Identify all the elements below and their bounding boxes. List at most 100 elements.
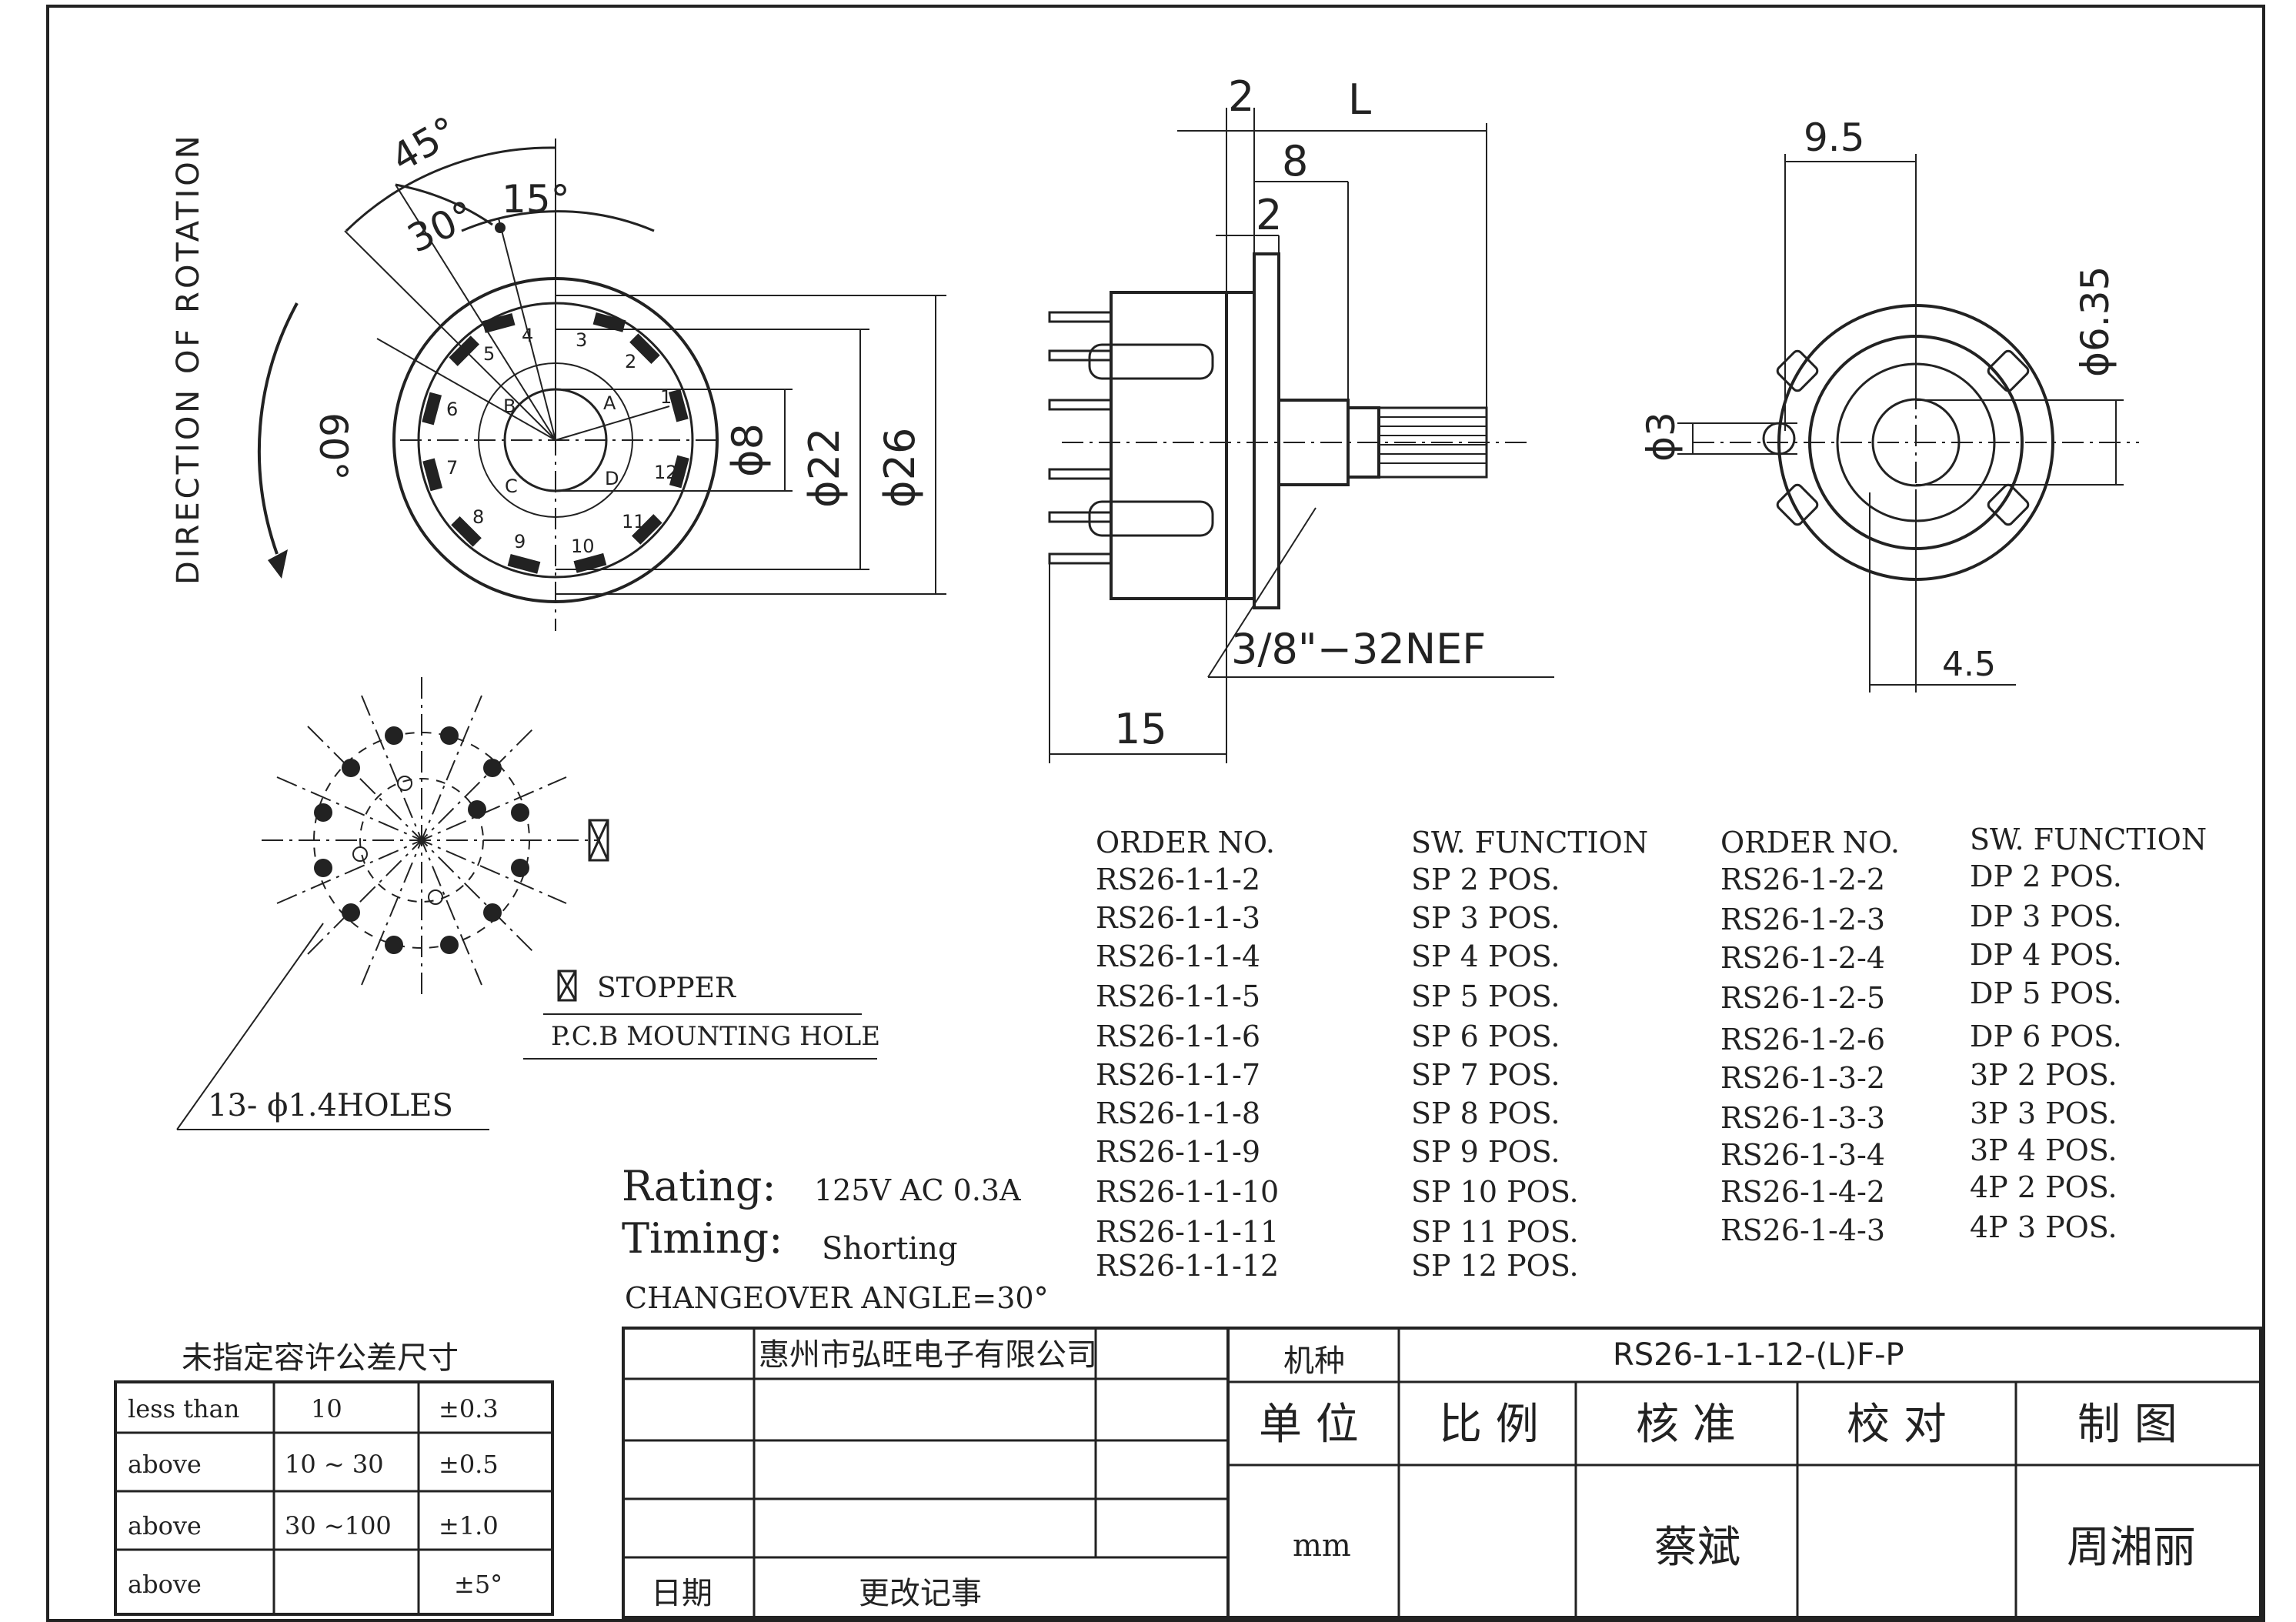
approve-label: 核 准 (1636, 1400, 1736, 1450)
function-row: DP 4 POS. (1970, 938, 2122, 972)
drafter-name: 周湘丽 (2067, 1523, 2196, 1573)
angle-15: 15° (502, 177, 570, 222)
function-row: 3P 3 POS. (1970, 1096, 2117, 1130)
function-row: DP 5 POS. (1970, 976, 2122, 1010)
model-label: 机种 (1283, 1343, 1345, 1379)
terminal-9: 9 (514, 531, 526, 552)
terminal-6: 6 (446, 399, 458, 420)
function-row: SP 6 POS. (1411, 1020, 1560, 1053)
dim-d26: ϕ26 (876, 428, 924, 508)
company-name: 惠州市弘旺电子有限公司 (759, 1337, 1097, 1373)
common-a: A (603, 392, 616, 414)
unit-label: 单 位 (1259, 1400, 1359, 1450)
title-block: 惠州市弘旺电子有限公司 日期 更改记事 机种 RS26-1-1-12-(L)F-… (622, 1327, 2262, 1619)
side-view: 2 L 8 2 15 3/8"−32NEF (1048, 72, 1554, 763)
terminal-11: 11 (622, 511, 646, 532)
date-label: 日期 (651, 1576, 712, 1611)
terminal-8: 8 (472, 506, 484, 528)
order-row: RS26-1-3-2 (1720, 1061, 1885, 1095)
order-row: RS26-1-2-3 (1720, 903, 1885, 936)
order-header-left: ORDER NO. (1096, 826, 1275, 859)
tol-cell: 10 (311, 1394, 342, 1423)
tol-cell: above (128, 1511, 202, 1540)
function-row: 3P 2 POS. (1970, 1058, 2117, 1092)
terminal-3: 3 (576, 329, 587, 351)
function-row: SP 8 POS. (1411, 1096, 1560, 1130)
dim-d6-35: ϕ6.35 (2073, 266, 2117, 377)
function-row: SP 2 POS. (1411, 863, 1560, 896)
pcb-footprint: 13- ϕ1.4HOLES STOPPER P.C.B MOUNTING HOL… (176, 677, 880, 1130)
function-row: 4P 2 POS. (1970, 1170, 2117, 1204)
function-header-left: SW. FUNCTION (1411, 826, 1648, 859)
function-row: 3P 4 POS. (1970, 1133, 2117, 1167)
function-row: DP 6 POS. (1970, 1020, 2122, 1053)
function-header-right: SW. FUNCTION (1970, 823, 2207, 856)
tol-cell: ±1.0 (439, 1511, 499, 1540)
approver-name: 蔡斌 (1654, 1523, 1740, 1573)
function-row: SP 12 POS. (1411, 1249, 1579, 1283)
order-row: RS26-1-2-5 (1720, 981, 1885, 1015)
change-record-label: 更改记事 (859, 1576, 982, 1611)
tolerance-table: 未指定容许公差尺寸 less than 10 ±0.3 above 10 ~ 3… (114, 1340, 554, 1616)
order-table-left: ORDER NO. SW. FUNCTION RS26-1-1-2 SP 2 P… (1096, 826, 1648, 1283)
order-row: RS26-1-1-6 (1096, 1020, 1260, 1053)
check-label: 校 对 (1847, 1400, 1947, 1450)
order-header-right: ORDER NO. (1720, 826, 1900, 859)
tol-cell: above (128, 1450, 202, 1479)
terminal-5: 5 (483, 343, 495, 365)
dim-9-5: 9.5 (1804, 115, 1865, 160)
order-row: RS26-1-1-11 (1096, 1215, 1279, 1249)
tol-cell: 10 ~ 30 (285, 1450, 384, 1479)
dim-2-inner: 2 (1256, 191, 1282, 239)
scale-label: 比 例 (1439, 1400, 1539, 1450)
drawing-border (46, 5, 2265, 1622)
tol-cell: ±0.5 (439, 1450, 499, 1479)
dim-d22: ϕ22 (800, 428, 849, 508)
terminal-12: 12 (654, 462, 678, 483)
terminal-4: 4 (522, 325, 533, 346)
terminal-1: 1 (660, 386, 672, 408)
order-row: RS26-1-1-7 (1096, 1058, 1260, 1092)
order-row: RS26-1-3-3 (1720, 1101, 1885, 1135)
order-row: RS26-1-4-2 (1720, 1175, 1885, 1209)
dim-d3: ϕ3 (1639, 412, 1684, 462)
timing-label: Timing: (622, 1214, 783, 1263)
dim-4-5: 4.5 (1942, 645, 1996, 684)
rating-label: Rating: (622, 1162, 776, 1210)
terminal-pins (1048, 311, 1214, 565)
tol-cell: less than (128, 1394, 239, 1423)
terminal-10: 10 (571, 536, 595, 557)
rating-block: Rating: 125V AC 0.3A Timing: Shorting CH… (622, 1162, 1049, 1315)
common-c: C (505, 476, 518, 497)
direction-of-rotation-label: DIRECTION OF ROTATION (171, 132, 206, 585)
front-view: 1 2 3 4 5 6 7 8 9 10 11 12 A B C D 45° 3… (171, 108, 946, 631)
shaft-knurl (1377, 406, 1488, 479)
order-row: RS26-1-1-2 (1096, 863, 1260, 896)
order-table-right: ORDER NO. SW. FUNCTION RS26-1-2-2 DP 2 P… (1720, 823, 2207, 1247)
function-row: 4P 3 POS. (1970, 1210, 2117, 1244)
terminal-2: 2 (625, 351, 636, 372)
function-row: DP 3 POS. (1970, 899, 2122, 933)
tol-cell: above (128, 1570, 202, 1599)
common-d: D (605, 468, 619, 489)
dim-L: L (1348, 75, 1371, 124)
tol-cell: ±5° (454, 1570, 502, 1599)
function-row: SP 5 POS. (1411, 980, 1560, 1013)
timing-value: Shorting (822, 1231, 958, 1267)
order-row: RS26-1-1-12 (1096, 1249, 1279, 1283)
order-row: RS26-1-4-3 (1720, 1213, 1885, 1247)
angle-30: 30° (401, 192, 482, 262)
tol-cell: ±0.3 (439, 1394, 499, 1423)
tolerance-title: 未指定容许公差尺寸 (182, 1340, 459, 1376)
order-row: RS26-1-1-5 (1096, 980, 1260, 1013)
order-row: RS26-1-1-10 (1096, 1175, 1279, 1209)
stopper-label: STOPPER (597, 973, 736, 1004)
pcb-mounting-hole-label: P.C.B MOUNTING HOLE (551, 1021, 880, 1052)
dim-8: 8 (1282, 137, 1308, 185)
changeover-angle: CHANGEOVER ANGLE=30° (625, 1281, 1049, 1315)
order-row: RS26-1-1-4 (1096, 939, 1260, 973)
function-row: SP 4 POS. (1411, 939, 1560, 973)
order-row: RS26-1-2-6 (1720, 1023, 1885, 1056)
order-row: RS26-1-1-9 (1096, 1135, 1260, 1169)
order-row: RS26-1-1-8 (1096, 1096, 1260, 1130)
